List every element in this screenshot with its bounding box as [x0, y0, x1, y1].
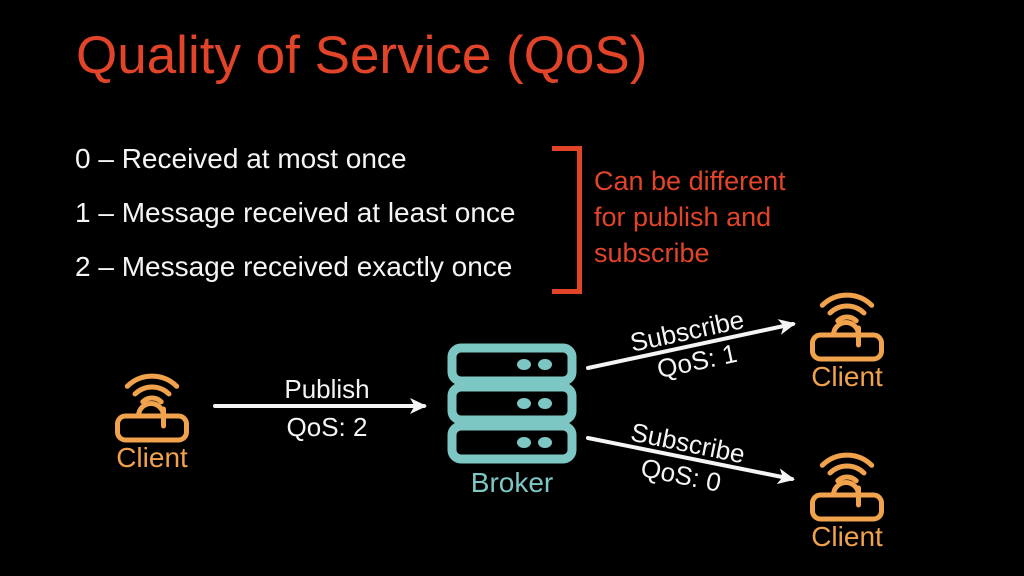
- client-bottom-right-node: Client: [787, 445, 907, 552]
- qos-note: Can be different for publish and subscri…: [594, 163, 834, 271]
- wifi-client-icon: [810, 292, 884, 362]
- qos-level-2: 2 – Message received exactly once: [75, 251, 513, 282]
- publish-arrow-label: Publish: [284, 374, 370, 404]
- qos-level-1: 1 – Message received at least once: [75, 197, 516, 228]
- broker-node: Broker: [432, 343, 592, 498]
- client-left-node: Client: [92, 366, 212, 473]
- client-bottom-right-label: Client: [811, 521, 883, 552]
- qos-level-list: 0 – Received at most once 1 – Message re…: [75, 145, 515, 281]
- qos-note-line-2: for publish and: [594, 202, 772, 232]
- server-broker-icon: [447, 343, 577, 464]
- qos-note-line-1: Can be different: [594, 166, 786, 196]
- client-left-label: Client: [116, 442, 188, 473]
- client-top-right-node: Client: [787, 285, 907, 392]
- bracket-shape: [552, 146, 582, 294]
- publish-arrow-qos: QoS: 2: [286, 412, 368, 442]
- qos-level-0: 0 – Received at most once: [75, 143, 407, 174]
- wifi-client-icon: [810, 452, 884, 522]
- slide-title: Quality of Service (QoS): [76, 26, 648, 85]
- qos-note-line-3: subscribe: [594, 238, 710, 268]
- broker-label: Broker: [470, 467, 554, 498]
- client-top-right-label: Client: [811, 361, 883, 392]
- wifi-client-icon: [115, 373, 189, 443]
